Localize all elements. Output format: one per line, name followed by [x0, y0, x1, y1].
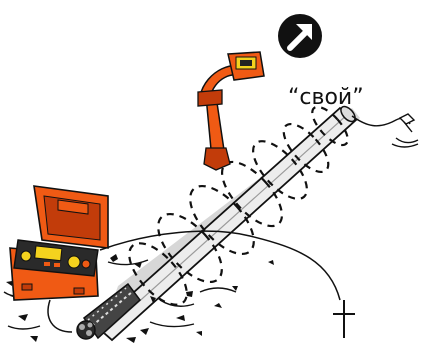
transmitter-lead: [48, 300, 72, 332]
transmitter-device: [10, 186, 108, 300]
cable-label: “свой”: [288, 85, 364, 110]
far-end-clamp-icon: [392, 114, 418, 147]
receiver-device: [198, 52, 264, 170]
arrow-up-right-icon: [278, 14, 322, 58]
ground-stake-icon: [333, 300, 355, 338]
